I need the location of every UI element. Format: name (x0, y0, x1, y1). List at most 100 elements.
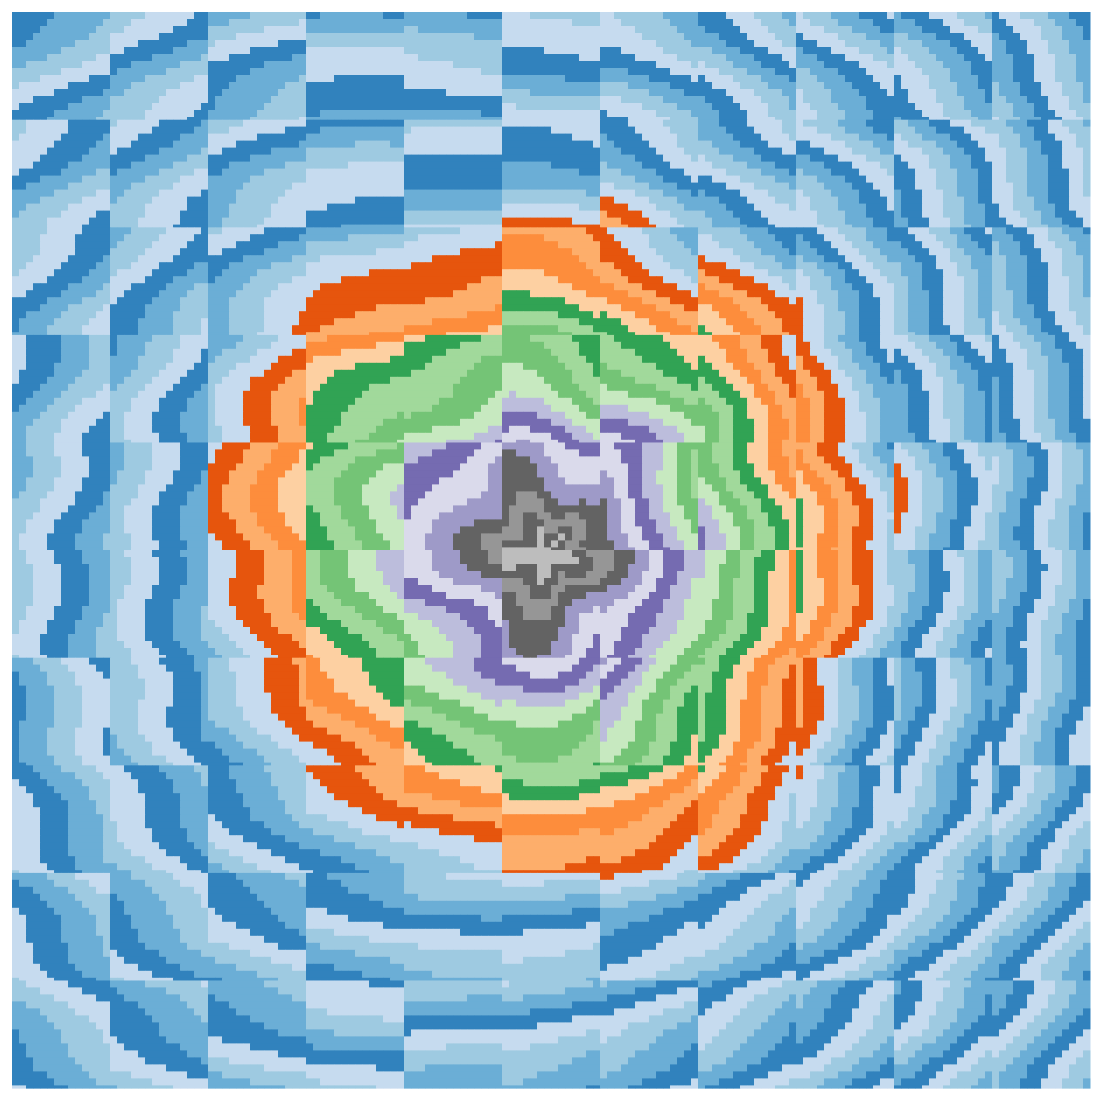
pattern-tile (306, 765, 405, 874)
pattern-tile (208, 334, 307, 443)
pattern-tile (600, 442, 699, 551)
pattern-tile (306, 980, 405, 1089)
pattern-tile (306, 872, 405, 981)
pattern-tile (404, 12, 503, 121)
pattern-tile (208, 657, 307, 766)
pattern-tile (698, 119, 797, 228)
pattern-tile (894, 872, 993, 981)
pattern-tile (698, 442, 797, 551)
pattern-tile (502, 657, 601, 766)
pattern-tile (698, 765, 797, 874)
pattern-tile (404, 550, 503, 659)
pattern-tile (502, 550, 601, 659)
pattern-tile (306, 12, 405, 121)
pattern-tile (600, 872, 699, 981)
pattern-tile (894, 227, 993, 336)
pattern-tile (110, 765, 209, 874)
pattern-tile (110, 227, 209, 336)
pattern-tile (600, 657, 699, 766)
pattern-tile (992, 550, 1091, 659)
pattern-tile (992, 980, 1091, 1089)
pattern-tile (110, 442, 209, 551)
pattern-tile (796, 227, 895, 336)
pattern-tile (208, 550, 307, 659)
pattern-tile (110, 872, 209, 981)
pattern-tile (600, 550, 699, 659)
pattern-tile (404, 872, 503, 981)
pattern-tile (698, 12, 797, 121)
pattern-tile (306, 119, 405, 228)
pattern-tile (502, 12, 601, 121)
pattern-tile (992, 872, 1091, 981)
pattern-tile (306, 227, 405, 336)
pattern-tile (894, 119, 993, 228)
pattern-tile (992, 442, 1091, 551)
pattern-tile (404, 227, 503, 336)
pattern-tile (12, 12, 111, 121)
pattern-tile (12, 119, 111, 228)
pattern-tile (796, 980, 895, 1089)
pattern-tile (698, 334, 797, 443)
pattern-tile (894, 765, 993, 874)
pattern-tile (600, 227, 699, 336)
pattern-tile (502, 980, 601, 1089)
pattern-tile (208, 442, 307, 551)
pattern-tile (404, 334, 503, 443)
pattern-tile (796, 657, 895, 766)
pattern-tile (894, 442, 993, 551)
pattern-tile (110, 12, 209, 121)
pattern-tile (796, 12, 895, 121)
pattern-tile (796, 334, 895, 443)
pattern-tile (502, 334, 601, 443)
pattern-tile (502, 872, 601, 981)
pattern-tile (698, 550, 797, 659)
pattern-tile (502, 227, 601, 336)
pattern-tile (600, 119, 699, 228)
pattern-tile (894, 12, 993, 121)
pattern-tile (992, 334, 1091, 443)
pattern-tile (110, 119, 209, 228)
pattern-tile (404, 442, 503, 551)
pattern-tile (208, 765, 307, 874)
pattern-tile (698, 872, 797, 981)
pattern-tile (208, 227, 307, 336)
pattern-tile (698, 980, 797, 1089)
pattern-tile (404, 980, 503, 1089)
pattern-tile (992, 227, 1091, 336)
pattern-tile (110, 980, 209, 1089)
pattern-tile (12, 980, 111, 1089)
pattern-tile (110, 334, 209, 443)
pattern-tile (306, 334, 405, 443)
pattern-tile (894, 980, 993, 1089)
pattern-tile (12, 334, 111, 443)
pattern-tile (992, 12, 1091, 121)
pattern-tile (894, 334, 993, 443)
pattern-tile (796, 872, 895, 981)
pattern-tile (992, 765, 1091, 874)
pattern-tile (600, 334, 699, 443)
pattern-tile (600, 12, 699, 121)
pattern-tile (12, 872, 111, 981)
pattern-tile (992, 119, 1091, 228)
pattern-tile (12, 550, 111, 659)
pattern-tile (502, 765, 601, 874)
pattern-tile (306, 657, 405, 766)
pattern-tile (12, 657, 111, 766)
pattern-tile (502, 119, 601, 228)
pattern-tile (992, 657, 1091, 766)
pattern-tile (894, 657, 993, 766)
pattern-tile (698, 227, 797, 336)
pattern-tile (404, 119, 503, 228)
pattern-tile (698, 657, 797, 766)
pattern-tile (110, 657, 209, 766)
pattern-tile (502, 442, 601, 551)
pattern-tile (208, 980, 307, 1089)
pattern-tile (12, 765, 111, 874)
pattern-tile (404, 657, 503, 766)
pattern-tile (306, 550, 405, 659)
pattern-tile (796, 765, 895, 874)
pattern-tile (110, 550, 209, 659)
pattern-tile (796, 119, 895, 228)
